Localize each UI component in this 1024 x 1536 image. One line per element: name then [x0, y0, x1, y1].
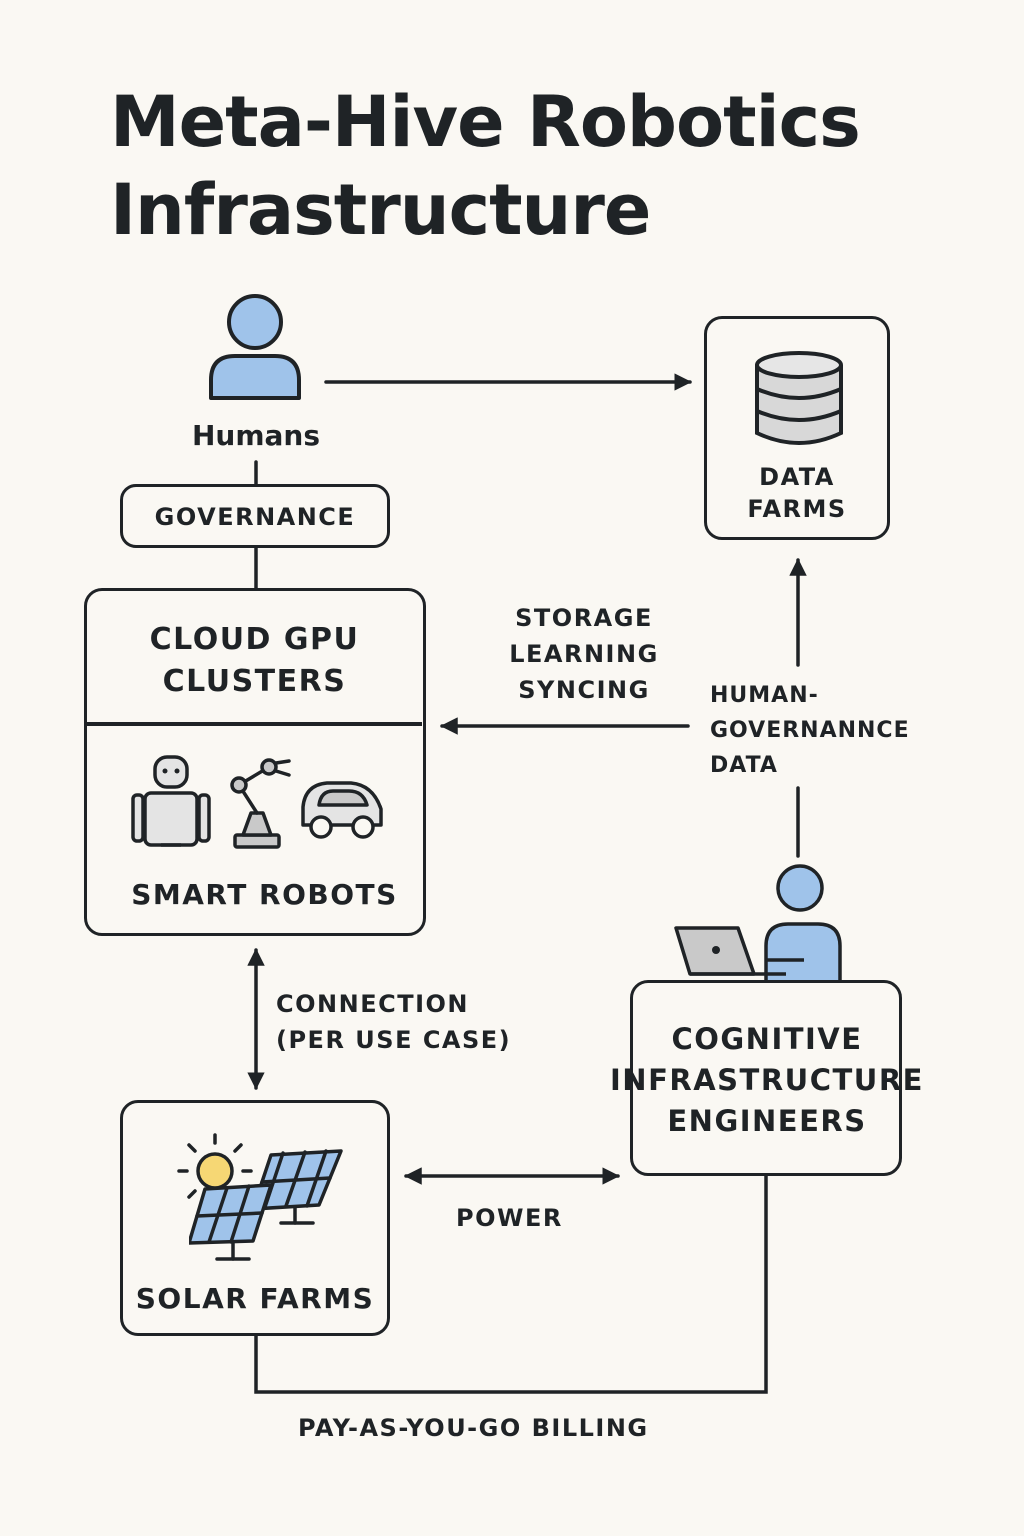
storage-learning-label: STORAGE LEARNING SYNCING	[496, 600, 672, 708]
cloud-gpu-line-2: CLUSTERS	[162, 664, 347, 699]
diagram-title: Meta-Hive Robotics Infrastructure	[110, 78, 861, 254]
cloud-divider	[87, 722, 422, 726]
person-icon	[209, 294, 301, 400]
solar-farms-box: SOLAR FARMS	[120, 1100, 390, 1336]
billing-label: PAY-AS-YOU-GO BILLING	[298, 1414, 649, 1442]
engineer-laptop-icon	[674, 864, 842, 984]
smart-robots-label: SMART ROBOTS	[131, 878, 398, 911]
engineers-line-1: COGNITIVE	[671, 1022, 863, 1056]
title-line-1: Meta-Hive Robotics	[110, 81, 861, 163]
cloud-gpu-line-1: CLOUD GPU	[149, 622, 360, 657]
governance-label: GOVERNANCE	[154, 503, 356, 531]
humans-label: Humans	[191, 419, 321, 452]
data-farms-line-1: DATA	[759, 463, 835, 491]
learning-line: LEARNING	[509, 640, 659, 668]
solar-farms-label: SOLAR FARMS	[135, 1282, 375, 1315]
syncing-line: SYNCING	[518, 676, 650, 704]
data-farms-label: DATA FARMS	[707, 461, 887, 525]
cloud-gpu-label: CLOUD GPU CLUSTERS	[87, 619, 422, 703]
human-governance-label: HUMAN- GOVERNANNCE DATA	[710, 678, 910, 783]
humanoid-robot-icon	[131, 755, 211, 847]
cloud-gpu-robots-box: CLOUD GPU CLUSTERS SMAR	[84, 588, 426, 936]
engineers-line-3: ENGINEERS	[667, 1104, 867, 1138]
power-label: POWER	[456, 1204, 563, 1232]
human-line: HUMAN-	[710, 683, 819, 708]
autonomous-car-icon	[301, 781, 383, 839]
solar-panel-icon	[189, 1149, 343, 1261]
title-line-2: Infrastructure	[110, 169, 651, 251]
storage-line: STORAGE	[515, 604, 653, 632]
billing-path	[254, 1172, 768, 1394]
governance-box: GOVERNANCE	[120, 484, 390, 548]
engineers-box: COGNITIVE INFRASTRUCTURE ENGINEERS	[610, 980, 922, 1176]
data-farms-line-2: FARMS	[747, 495, 847, 523]
database-icon	[755, 351, 843, 445]
connection-line-2: (PER USE CASE)	[276, 1026, 512, 1054]
connection-label: CONNECTION (PER USE CASE)	[276, 986, 511, 1058]
data-line: DATA	[710, 753, 778, 778]
engineers-line-2: INFRASTRUCTURE	[610, 1063, 924, 1097]
robot-arm-icon	[230, 758, 291, 849]
data-farms-box: DATA FARMS	[704, 316, 890, 540]
connection-line-1: CONNECTION	[276, 990, 469, 1018]
governance-data-line: GOVERNANNCE	[710, 718, 910, 743]
engineers-label: COGNITIVE INFRASTRUCTURE ENGINEERS	[609, 1019, 925, 1142]
